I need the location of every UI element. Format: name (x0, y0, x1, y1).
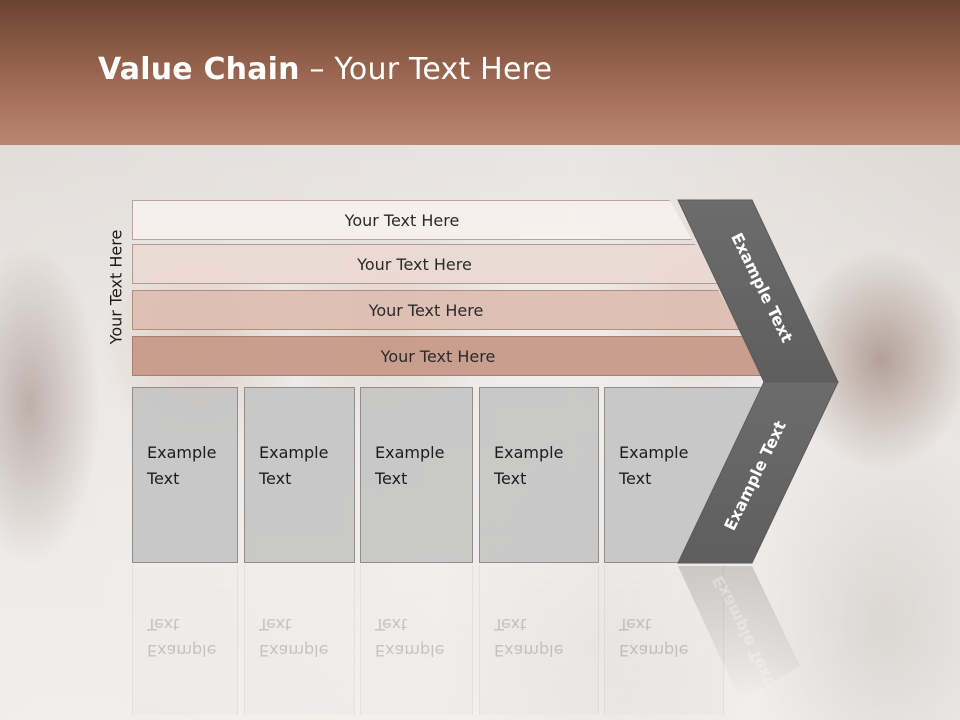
box-text-line-1: Example (375, 443, 445, 462)
box-text-line-2: Text (619, 469, 652, 488)
value-chain-row-1[interactable]: Your Text Here (132, 200, 692, 240)
activity-box-2[interactable]: Example Text (244, 387, 355, 563)
box-text-line-1: Example (259, 443, 329, 462)
activity-box-3[interactable]: Example Text (360, 387, 473, 563)
chevron-reflection (678, 566, 800, 700)
value-chain-row-4[interactable]: Your Text Here (132, 336, 764, 376)
slide-title[interactable]: Value Chain – Your Text Here (98, 52, 552, 87)
value-chain-row-3[interactable]: Your Text Here (132, 290, 740, 330)
box-text-line-2: Text (259, 469, 292, 488)
row-label: Your Text Here (380, 346, 496, 366)
box-text-line-1: Example (147, 443, 217, 462)
box-text-line-2: Text (147, 469, 180, 488)
row-label: Your Text Here (344, 210, 460, 230)
box-text-line-2: Text (375, 469, 408, 488)
title-bar: Value Chain – Your Text Here (0, 0, 960, 145)
value-chain-row-2[interactable]: Your Text Here (132, 244, 717, 284)
activity-box-4[interactable]: Example Text (479, 387, 599, 563)
box-text-line-2: Text (494, 469, 527, 488)
box-text-line-1: Example (619, 443, 689, 462)
slide-title-rest: – Your Text Here (299, 52, 553, 87)
row-label: Your Text Here (368, 300, 484, 320)
box-text-line-1: Example (494, 443, 564, 462)
slide-title-bold: Value Chain (98, 52, 300, 87)
chevron-lower-arm[interactable] (677, 381, 839, 564)
activity-box-1[interactable]: Example Text (132, 387, 238, 563)
row-label: Your Text Here (357, 254, 472, 274)
